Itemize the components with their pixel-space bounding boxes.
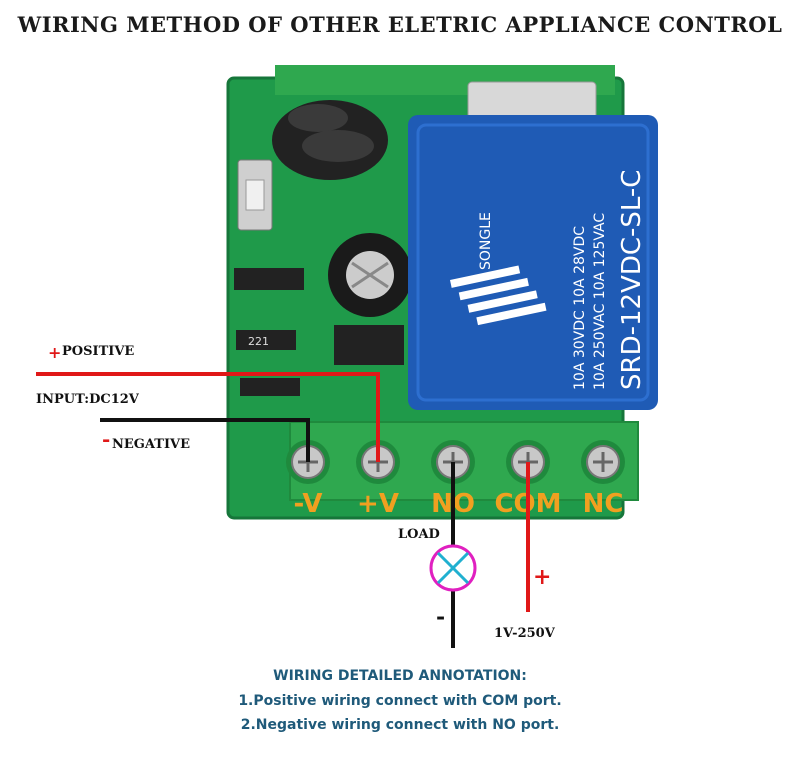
label-voltage-range: 1V-250V xyxy=(494,626,555,641)
terminal-label-1: -V xyxy=(293,489,322,519)
negative-sign: - xyxy=(102,427,110,451)
annotation-heading: WIRING DETAILED ANNOTATION: xyxy=(273,668,527,684)
terminal-screw-nc xyxy=(581,440,625,484)
resistor xyxy=(236,330,296,350)
wire-positive-input xyxy=(36,372,380,462)
capacitor xyxy=(328,233,412,317)
label-positive: POSITIVE xyxy=(62,344,135,359)
relay-rating-2: 10A 30VDC 10A 28VDC xyxy=(572,226,588,390)
terminal-label-2: +V xyxy=(357,489,399,519)
page-title: WIRING METHOD OF OTHER ELETRIC APPLIANCE… xyxy=(17,12,783,37)
label-negative: NEGATIVE xyxy=(112,437,191,452)
relay: SRD-12VDC-SL-C 10A 250VAC 10A 125VAC 10A… xyxy=(408,115,658,410)
antenna-coil xyxy=(272,100,388,180)
load-minus-sign: - xyxy=(436,604,445,630)
chip-1 xyxy=(234,268,304,290)
positive-sign: + xyxy=(48,343,61,362)
load-lamp xyxy=(429,544,477,592)
wire-negative-input xyxy=(100,418,310,462)
chip-3 xyxy=(240,378,300,396)
load-plus-sign: + xyxy=(533,564,551,590)
crystal-can xyxy=(467,81,597,121)
relay-rating-1: 10A 250VAC 10A 125VAC xyxy=(592,213,608,390)
relay-model: SRD-12VDC-SL-C xyxy=(617,170,647,390)
relay-brand: SONGLE xyxy=(478,212,494,270)
resistor-code: 221 xyxy=(248,335,269,348)
chip-2 xyxy=(334,325,404,365)
annotation-line-1: 1.Positive wiring connect with COM port. xyxy=(238,693,562,709)
annotation-line-2: 2.Negative wiring connect with NO port. xyxy=(240,717,560,733)
label-load: LOAD xyxy=(398,527,440,542)
label-input: INPUT:DC12V xyxy=(36,392,139,407)
terminal-label-5: NC xyxy=(583,489,624,519)
